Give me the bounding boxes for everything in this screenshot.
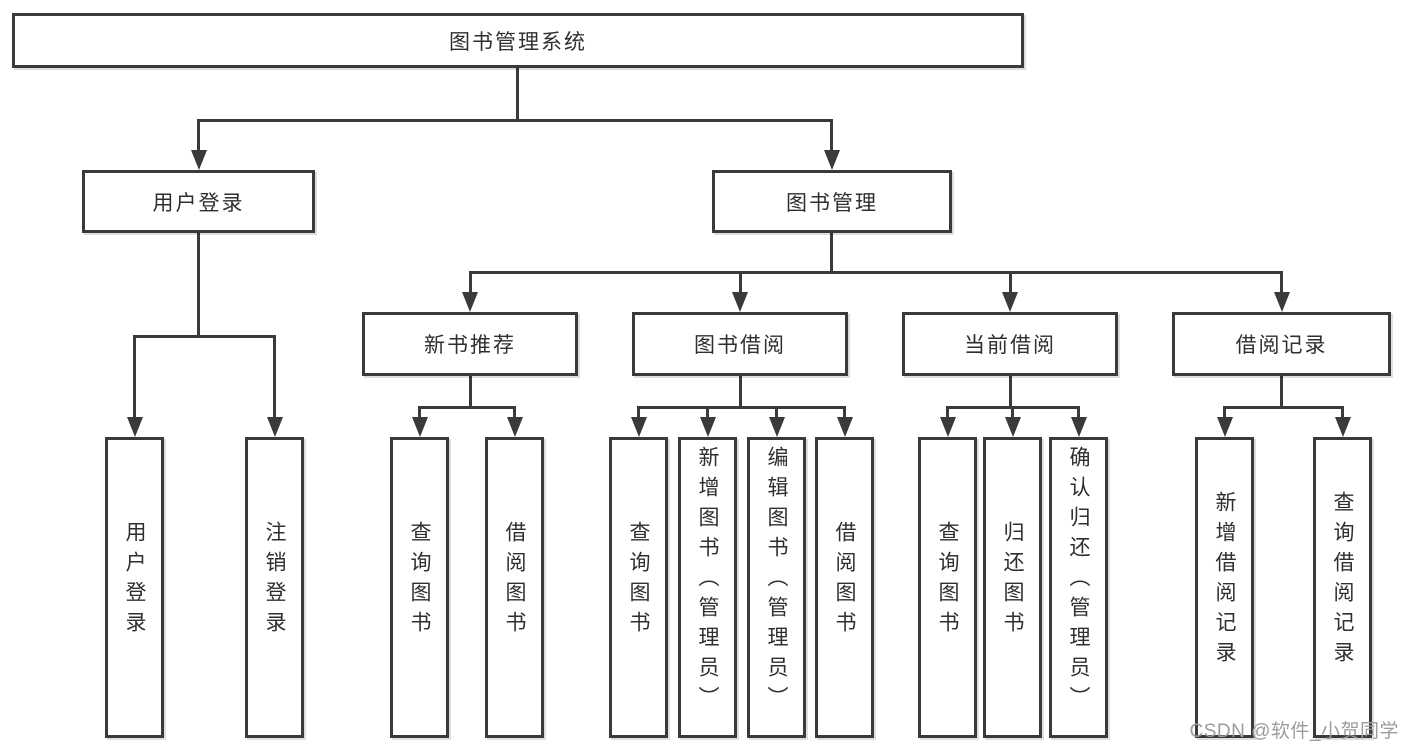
node-label: 图书管理 [786, 191, 878, 215]
node-label: 查询图书 [936, 520, 959, 641]
arrow-down-icon [1002, 292, 1018, 312]
connector-bookmgmt-drop [830, 119, 833, 153]
node-label: 用户登录 [152, 191, 245, 215]
arrow-down-icon [768, 417, 785, 437]
leaf-confirm-return-admin: 确认归还（管理员） [1049, 437, 1108, 738]
node-label: 借阅图书 [833, 520, 856, 641]
connector-leaf-drop [418, 406, 421, 420]
connector-leaf-drop [1011, 406, 1014, 420]
connector-level3-branch [468, 271, 1283, 274]
node-label: 当前借阅 [964, 334, 1056, 357]
node-label: 图书借阅 [694, 334, 786, 357]
arrow-down-icon [630, 417, 647, 437]
node-book-management: 图书管理 [712, 170, 952, 233]
arrow-down-icon [266, 417, 283, 437]
connector-level3-drop [1008, 271, 1012, 296]
leaf-query-books-current: 查询图书 [918, 437, 977, 738]
node-label: 新增借阅记录 [1213, 490, 1236, 671]
node-label: 编辑图书（管理员） [765, 445, 788, 716]
arrow-down-icon [939, 417, 956, 437]
arrow-down-icon [462, 292, 478, 312]
node-user-login: 用户登录 [82, 170, 315, 233]
connector-userlogin-branch [133, 335, 276, 338]
leaf-borrow-books-borrowing: 借阅图书 [815, 437, 874, 738]
connector-level2-branch [197, 119, 833, 122]
arrow-down-icon [699, 417, 716, 437]
connector-group-stem [1280, 376, 1283, 408]
arrow-down-icon [190, 150, 207, 170]
connector-leaf-drop [273, 335, 276, 420]
node-label: 归还图书 [1001, 520, 1024, 641]
leaf-query-borrow-record: 查询借阅记录 [1313, 437, 1372, 738]
node-new-book-recommend: 新书推荐 [362, 312, 578, 376]
leaf-return-books: 归还图书 [983, 437, 1042, 738]
connector-group-stem [738, 376, 742, 408]
arrow-down-icon [1334, 417, 1351, 437]
connector-userlogin-stem [197, 233, 200, 337]
connector-group-branch [418, 406, 516, 409]
connector-leaf-drop [133, 335, 136, 420]
connector-leaf-drop [1223, 406, 1226, 420]
node-label: 确认归还（管理员） [1067, 445, 1090, 716]
arrow-down-icon [732, 292, 748, 312]
node-label: 借阅图书 [503, 520, 526, 641]
connector-leaf-drop [513, 406, 516, 420]
node-label: 新增图书（管理员） [696, 445, 719, 716]
connector-group-branch [1223, 406, 1344, 409]
connector-root-stem [516, 68, 519, 121]
arrow-down-icon [1273, 292, 1290, 312]
node-current-borrowing: 当前借阅 [902, 312, 1118, 376]
leaf-query-books-borrowing: 查询图书 [609, 437, 668, 738]
node-label: 图书管理系统 [449, 30, 587, 54]
arrow-down-icon [506, 417, 523, 437]
connector-leaf-drop [1341, 406, 1344, 420]
node-label: 注销登录 [263, 520, 286, 641]
arrow-down-icon [126, 417, 143, 437]
connector-group-branch [637, 406, 846, 409]
node-label: 借阅记录 [1235, 334, 1328, 357]
connector-leaf-drop [843, 406, 846, 420]
arrow-down-icon [823, 150, 840, 170]
connector-leaf-drop [775, 406, 778, 420]
arrow-down-icon [411, 417, 428, 437]
connector-level3-drop [1280, 271, 1283, 296]
node-label: 用户登录 [123, 520, 146, 641]
node-library-management-system: 图书管理系统 [12, 13, 1024, 68]
connector-level3-drop [468, 271, 472, 296]
leaf-user-login: 用户登录 [105, 437, 164, 738]
leaf-borrow-books-newbooks: 借阅图书 [485, 437, 544, 738]
leaf-query-books-newbooks: 查询图书 [390, 437, 449, 738]
node-label: 查询借阅记录 [1331, 490, 1354, 671]
leaf-add-borrow-record: 新增借阅记录 [1195, 437, 1254, 738]
leaf-logout: 注销登录 [245, 437, 304, 738]
node-label: 查询图书 [627, 520, 650, 641]
node-label: 新书推荐 [424, 334, 516, 357]
arrow-down-icon [1004, 417, 1021, 437]
connector-leaf-drop [946, 406, 949, 420]
node-label: 查询图书 [408, 520, 431, 641]
connector-leaf-drop [637, 406, 640, 420]
connector-userlogin-drop [197, 119, 200, 153]
connector-level3-drop [738, 271, 742, 296]
connector-leaf-drop [1077, 406, 1080, 420]
watermark: CSDN @软件_小贺同学 [1189, 721, 1399, 742]
connector-group-stem [468, 376, 472, 408]
arrow-down-icon [1070, 417, 1087, 437]
connector-bookmgmt-stem [830, 233, 833, 273]
node-book-borrowing: 图书借阅 [632, 312, 848, 376]
connector-leaf-drop [706, 406, 709, 420]
arrow-down-icon [836, 417, 853, 437]
node-borrowing-records: 借阅记录 [1172, 312, 1391, 376]
leaf-edit-book-admin: 编辑图书（管理员） [747, 437, 806, 738]
leaf-add-book-admin: 新增图书（管理员） [678, 437, 737, 738]
connector-group-stem [1008, 376, 1012, 408]
arrow-down-icon [1216, 417, 1233, 437]
